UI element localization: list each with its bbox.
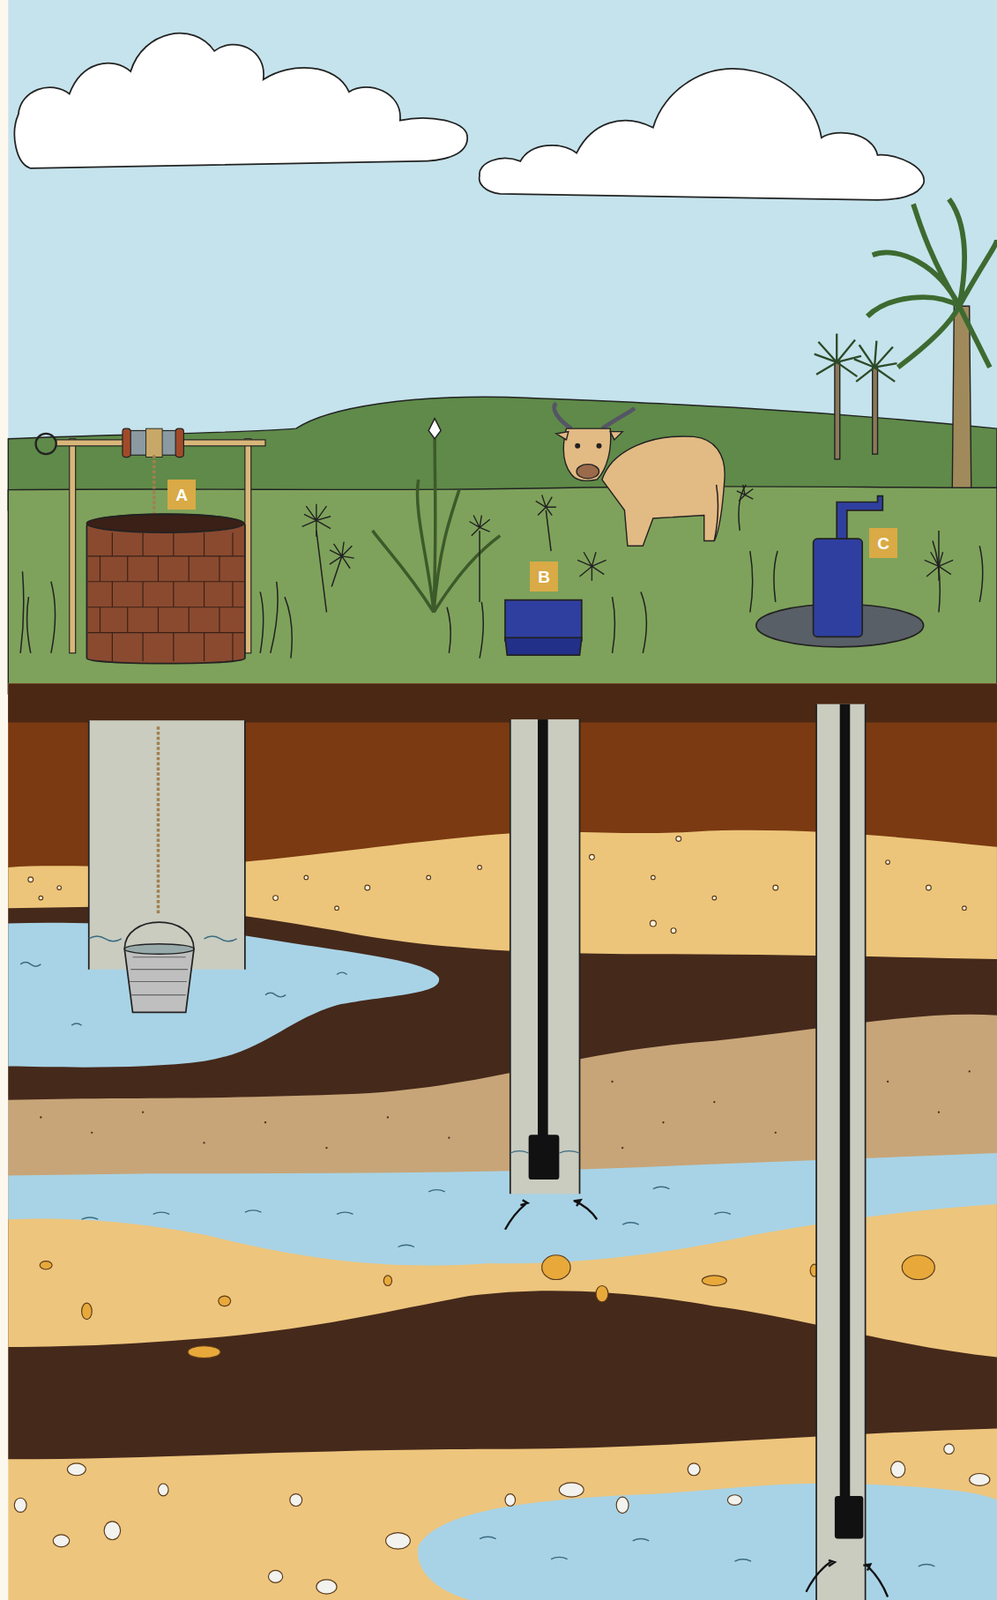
callout-letter: A <box>167 479 196 510</box>
callout-letter: B <box>529 561 559 592</box>
callout-letter: C <box>869 528 898 559</box>
